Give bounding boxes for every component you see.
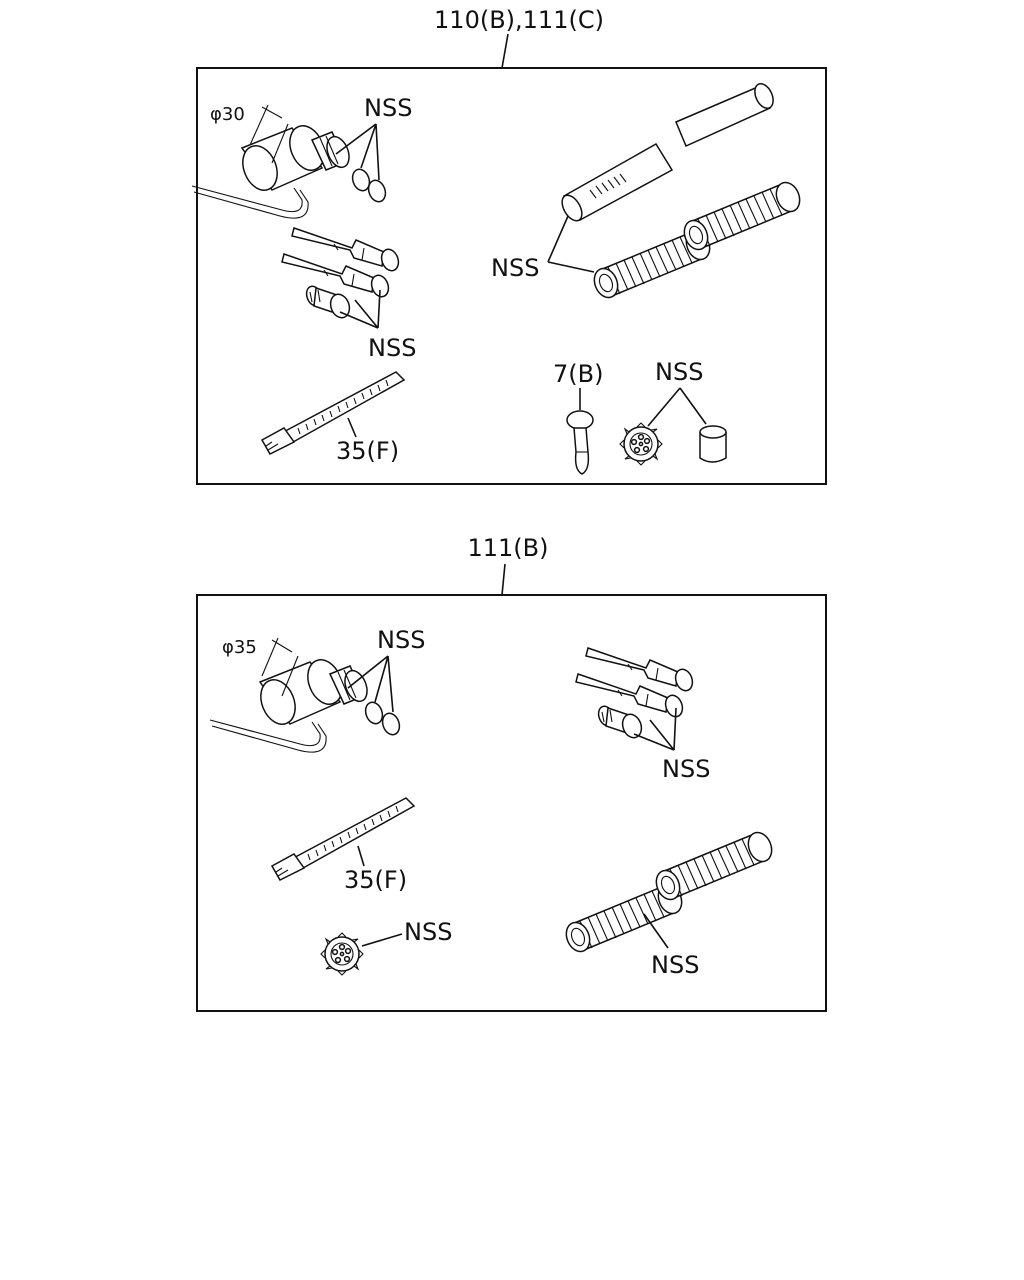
leader-line <box>339 289 381 329</box>
tie-label: 35(F) <box>336 437 399 465</box>
nss-label: NSS <box>651 951 699 979</box>
connector-30: φ30 <box>191 104 355 219</box>
nss-label: NSS <box>377 626 425 654</box>
leader-line <box>335 123 380 181</box>
title-leader <box>501 563 506 596</box>
grommet <box>320 932 364 976</box>
o-ring <box>364 701 401 736</box>
panel-title: 111(B) <box>468 534 549 562</box>
nss-label: NSS <box>662 755 710 783</box>
leader-line <box>633 707 677 751</box>
nss-label: NSS <box>655 358 703 386</box>
leader-line <box>647 387 707 427</box>
o-ring <box>351 168 387 203</box>
leader-line <box>347 655 394 713</box>
panel-frame <box>196 594 827 1012</box>
title-leader <box>501 33 509 69</box>
nss-label: NSS <box>404 918 452 946</box>
clip <box>566 410 594 475</box>
leader-line <box>361 933 403 947</box>
panel-title: 110(B),111(C) <box>434 6 604 34</box>
sleeve <box>699 425 727 463</box>
leader-line <box>547 215 595 273</box>
nss-label: NSS <box>364 94 412 122</box>
diameter-label: φ35 <box>222 637 257 658</box>
leader-line <box>357 845 365 867</box>
clip-label: 7(B) <box>553 360 603 388</box>
tie-label: 35(F) <box>344 866 407 894</box>
tube <box>561 82 774 222</box>
nss-label: NSS <box>368 334 416 362</box>
nss-label: NSS <box>491 254 539 282</box>
panel-bottom: 111(B) φ35 NSS NSS 35(F) <box>196 534 827 1012</box>
grommet <box>619 422 663 466</box>
leader-line <box>347 417 357 438</box>
leader-line <box>643 913 669 949</box>
diameter-label: φ30 <box>210 104 245 125</box>
panel-top: 110(B),111(C) φ30 NSS NSS <box>191 6 827 485</box>
connector-35: φ35 <box>209 637 373 753</box>
